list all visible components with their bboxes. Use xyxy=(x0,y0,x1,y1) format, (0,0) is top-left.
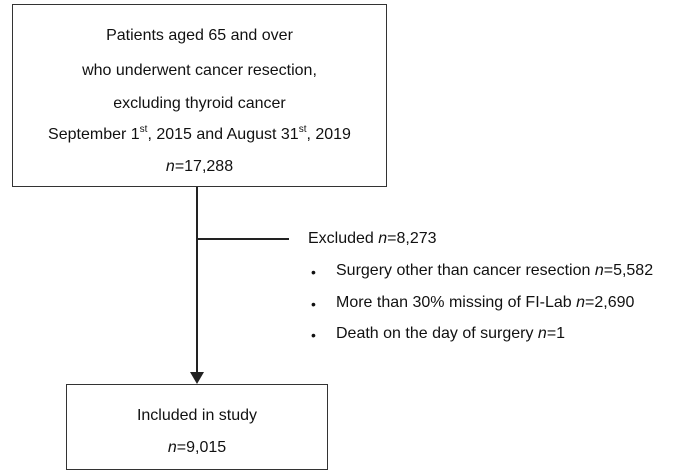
cohort-count: n=17,288 xyxy=(13,158,386,176)
cohort-date-range: September 1st, 2015 and August 31st, 201… xyxy=(13,124,386,144)
bullet-icon: • xyxy=(311,296,316,312)
n-value: =17,288 xyxy=(174,158,234,175)
bullet-icon: • xyxy=(311,327,316,343)
cohort-line-3: excluding thyroid cancer xyxy=(113,95,286,112)
excluded-item: Surgery other than cancer resection n=5,… xyxy=(336,262,653,280)
date-end-suffix: st xyxy=(298,124,307,135)
date-year-text: , 2019 xyxy=(306,126,351,143)
n-value: =2,690 xyxy=(585,294,635,311)
excluded-item-text: More than 30% missing of FI-Lab xyxy=(336,294,577,311)
n-label: n xyxy=(576,294,586,311)
cohort-box: Patients aged 65 and over who underwent … xyxy=(12,4,387,187)
flow-connector-branch xyxy=(197,238,289,240)
cohort-line-1: Patients aged 65 and over xyxy=(106,27,293,44)
included-count: n=9,015 xyxy=(67,439,327,457)
n-label: n xyxy=(165,158,175,175)
excluded-item: Death on the day of surgery n=1 xyxy=(336,325,565,343)
excluded-header: Excluded n=8,273 xyxy=(308,230,437,248)
excluded-item-text: Surgery other than cancer resection xyxy=(336,262,595,279)
n-value: =5,582 xyxy=(603,262,654,279)
n-label: n xyxy=(594,262,604,279)
excluded-item: More than 30% missing of FI-Lab n=2,690 xyxy=(336,294,634,312)
down-arrow-icon xyxy=(190,372,204,384)
excluded-label: Excluded xyxy=(308,230,379,247)
flow-connector-vertical xyxy=(196,187,198,372)
n-label: n xyxy=(537,325,547,342)
date-start-suffix: st xyxy=(139,124,148,135)
date-start-text: September 1 xyxy=(48,126,140,143)
cohort-line-2: who underwent cancer resection, xyxy=(82,62,317,79)
n-value: =8,273 xyxy=(387,230,437,247)
n-value: =1 xyxy=(546,325,566,342)
n-label: n xyxy=(378,230,388,247)
n-label: n xyxy=(167,439,177,456)
included-box: Included in study n=9,015 xyxy=(66,384,328,470)
bullet-icon: • xyxy=(311,264,316,280)
n-value: =9,015 xyxy=(176,439,227,456)
included-label: Included in study xyxy=(136,407,258,424)
excluded-item-text: Death on the day of surgery xyxy=(336,325,538,342)
date-end-text: , 2015 and August 31 xyxy=(147,126,299,143)
